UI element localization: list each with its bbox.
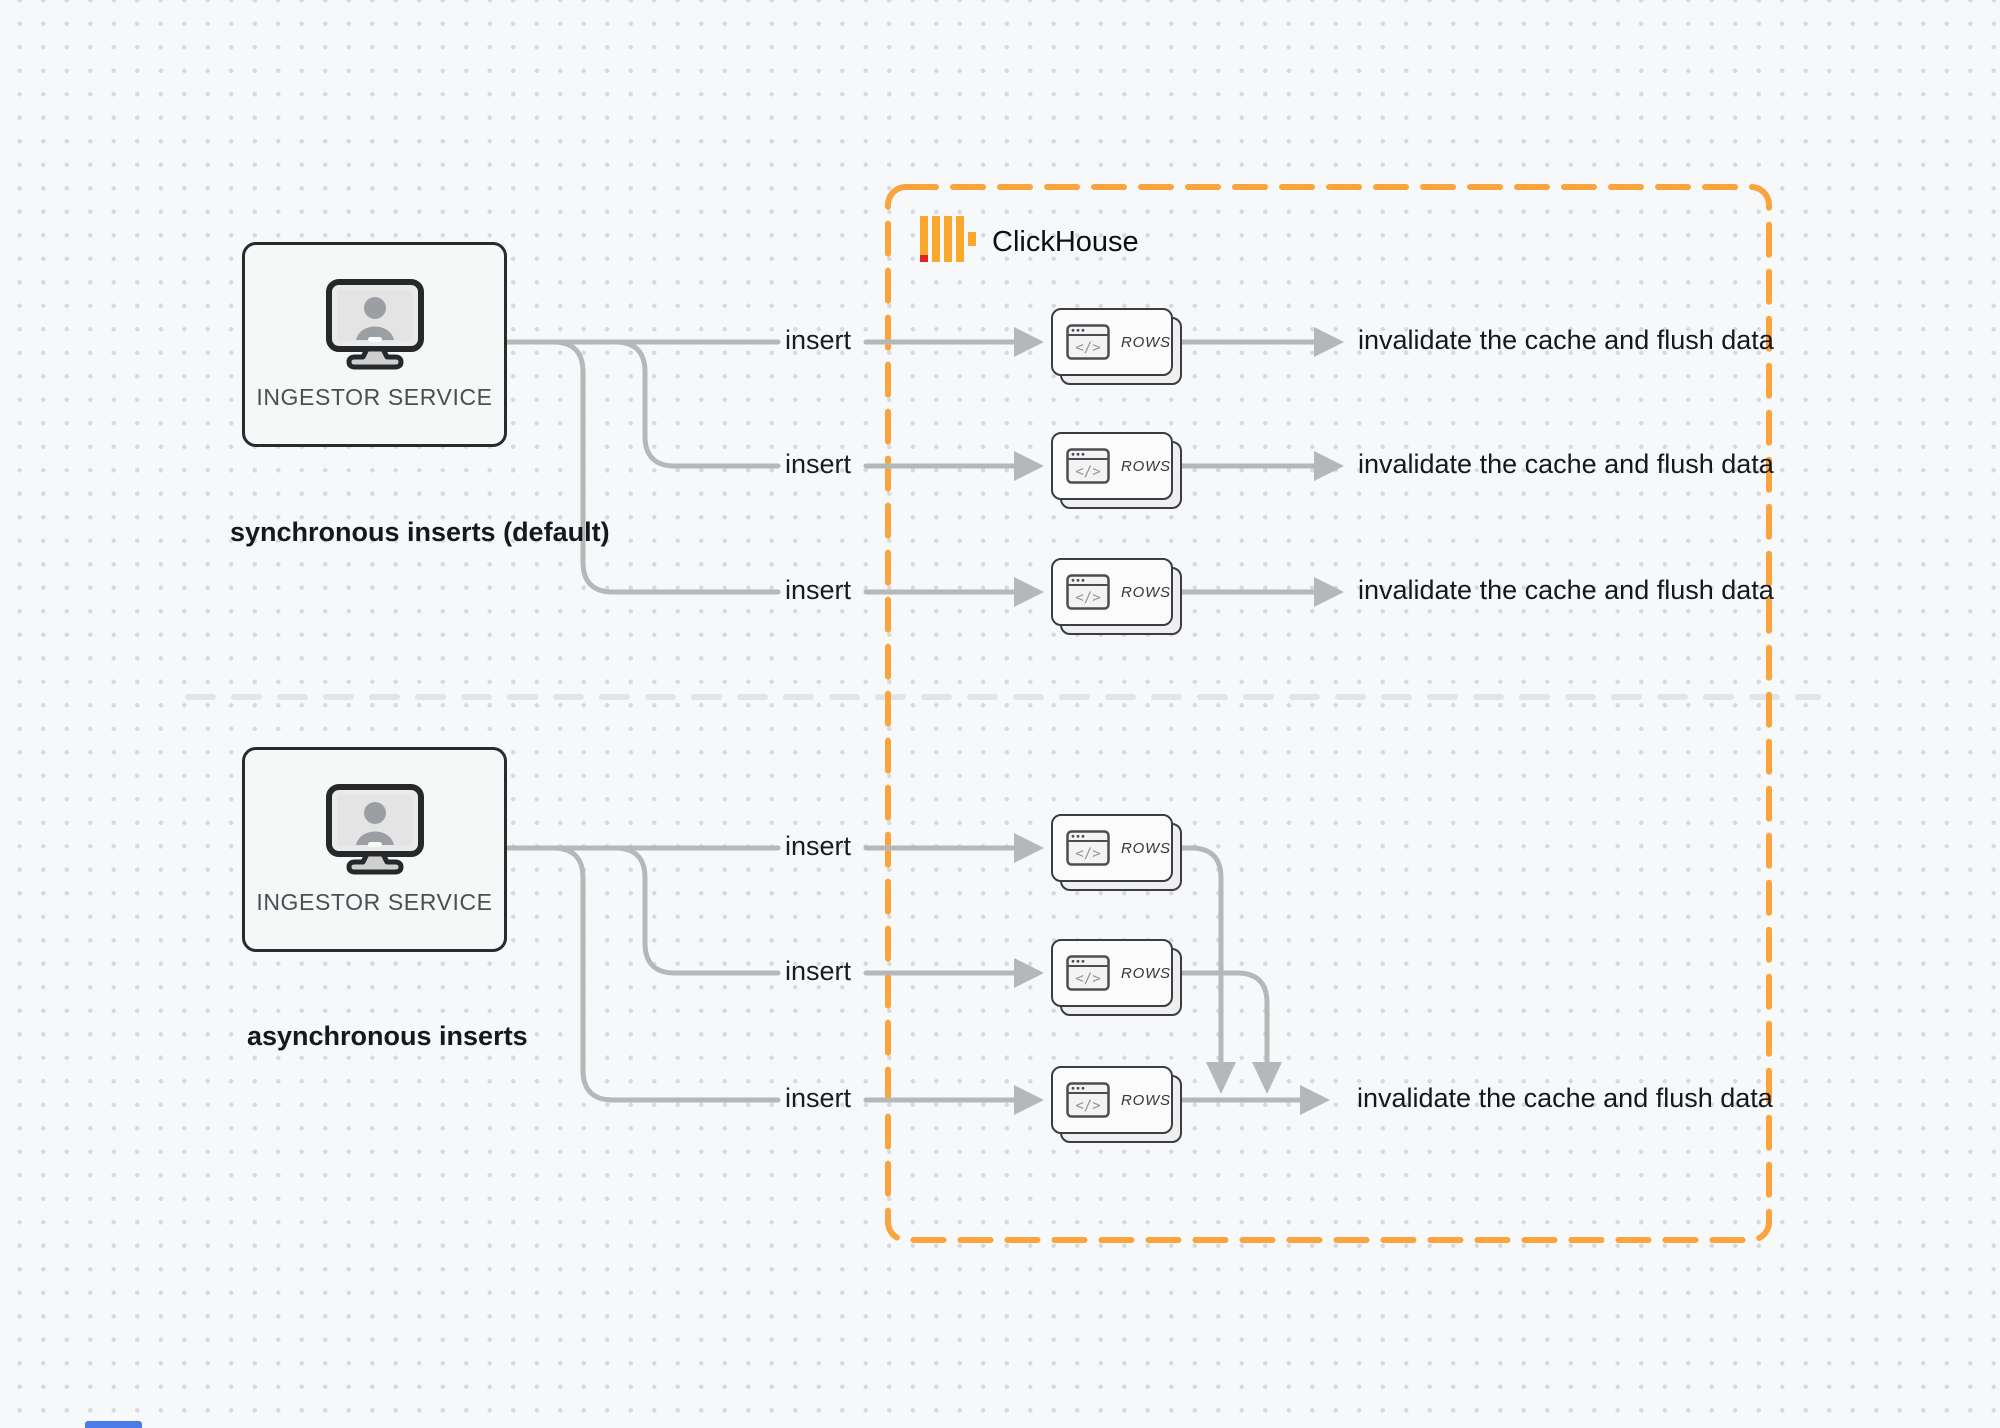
card-front: </> ROWS: [1051, 308, 1173, 376]
async-branch-shallow: [612, 845, 781, 976]
rows-table-card: </> ROWS: [1051, 432, 1182, 509]
sync-branch-shallow: [612, 339, 781, 469]
code-window-icon: </>: [1066, 1082, 1110, 1118]
arrowhead-icon: [1314, 577, 1344, 607]
ingestor-service-label: INGESTOR SERVICE: [256, 889, 493, 915]
code-window-icon: </>: [1066, 448, 1110, 484]
rows-table-card: </> ROWS: [1051, 558, 1182, 635]
arrowhead-icon: [1314, 451, 1344, 481]
ingestor-service-box-async: INGESTOR SERVICE: [242, 747, 507, 952]
svg-text:</>: </>: [1075, 1098, 1100, 1114]
clickhouse-header: ClickHouse: [920, 215, 1139, 263]
card-front: </> ROWS: [1051, 432, 1173, 500]
code-window-icon: </>: [1066, 955, 1110, 991]
rows-label: ROWS: [1121, 839, 1171, 857]
rows-table-card: </> ROWS: [1051, 1066, 1182, 1143]
async-merge-line-1: [1179, 845, 1224, 1065]
rows-label: ROWS: [1121, 457, 1171, 475]
code-window-icon: </>: [1066, 574, 1110, 610]
async-merge-line-2: [1179, 970, 1270, 1065]
arrowhead-down-icon: [1206, 1062, 1236, 1094]
cropped-blue-bar: [85, 1421, 142, 1428]
arrowhead-icon: [1300, 1085, 1330, 1115]
result-label: invalidate the cache and flush data: [1358, 449, 1774, 479]
card-front: </> ROWS: [1051, 1066, 1173, 1134]
clickhouse-dashed-boundary: [885, 184, 1772, 1243]
svg-text:</>: </>: [1075, 846, 1100, 862]
async-section-label: asynchronous inserts: [247, 1021, 528, 1051]
result-label: invalidate the cache and flush data: [1357, 1083, 1773, 1113]
arrowhead-icon: [1014, 451, 1044, 481]
arrowhead-icon: [1014, 577, 1044, 607]
ingestor-service-label: INGESTOR SERVICE: [256, 384, 493, 410]
code-window-icon: </>: [1066, 324, 1110, 360]
arrowhead-icon: [1014, 958, 1044, 988]
insert-label: insert: [784, 449, 852, 479]
insert-label: insert: [784, 1083, 852, 1113]
insert-label: insert: [784, 575, 852, 605]
card-front: </> ROWS: [1051, 558, 1173, 626]
async-branch-deep: [550, 845, 781, 1103]
result-label: invalidate the cache and flush data: [1358, 325, 1774, 355]
monitor-user-icon: [325, 784, 424, 875]
rows-label: ROWS: [1121, 583, 1171, 601]
arrowhead-icon: [1314, 327, 1344, 357]
card-front: </> ROWS: [1051, 939, 1173, 1007]
sync-section-label: synchronous inserts (default): [230, 517, 610, 547]
arrowhead-icon: [1014, 833, 1044, 863]
rows-table-card: </> ROWS: [1051, 814, 1182, 891]
arrowhead-icon: [1014, 1085, 1044, 1115]
card-front: </> ROWS: [1051, 814, 1173, 882]
arrowhead-icon: [1014, 327, 1044, 357]
rows-table-card: </> ROWS: [1051, 308, 1182, 385]
code-window-icon: </>: [1066, 830, 1110, 866]
arrowhead-down-icon: [1252, 1062, 1282, 1094]
rows-label: ROWS: [1121, 1091, 1171, 1109]
svg-text:</>: </>: [1075, 971, 1100, 987]
rows-label: ROWS: [1121, 964, 1171, 982]
sync-branch-deep: [550, 339, 781, 595]
clickhouse-title: ClickHouse: [992, 226, 1139, 258]
insert-label: insert: [784, 831, 852, 861]
ingestor-service-box-sync: INGESTOR SERVICE: [242, 242, 507, 447]
rows-table-card: </> ROWS: [1051, 939, 1182, 1016]
svg-text:</>: </>: [1075, 590, 1100, 606]
insert-label: insert: [784, 956, 852, 986]
svg-text:</>: </>: [1075, 340, 1100, 356]
rows-label: ROWS: [1121, 333, 1171, 351]
monitor-user-icon: [325, 279, 424, 370]
result-label: invalidate the cache and flush data: [1358, 575, 1774, 605]
insert-label: insert: [784, 325, 852, 355]
svg-text:</>: </>: [1075, 464, 1100, 480]
clickhouse-logo-icon: [920, 216, 976, 262]
